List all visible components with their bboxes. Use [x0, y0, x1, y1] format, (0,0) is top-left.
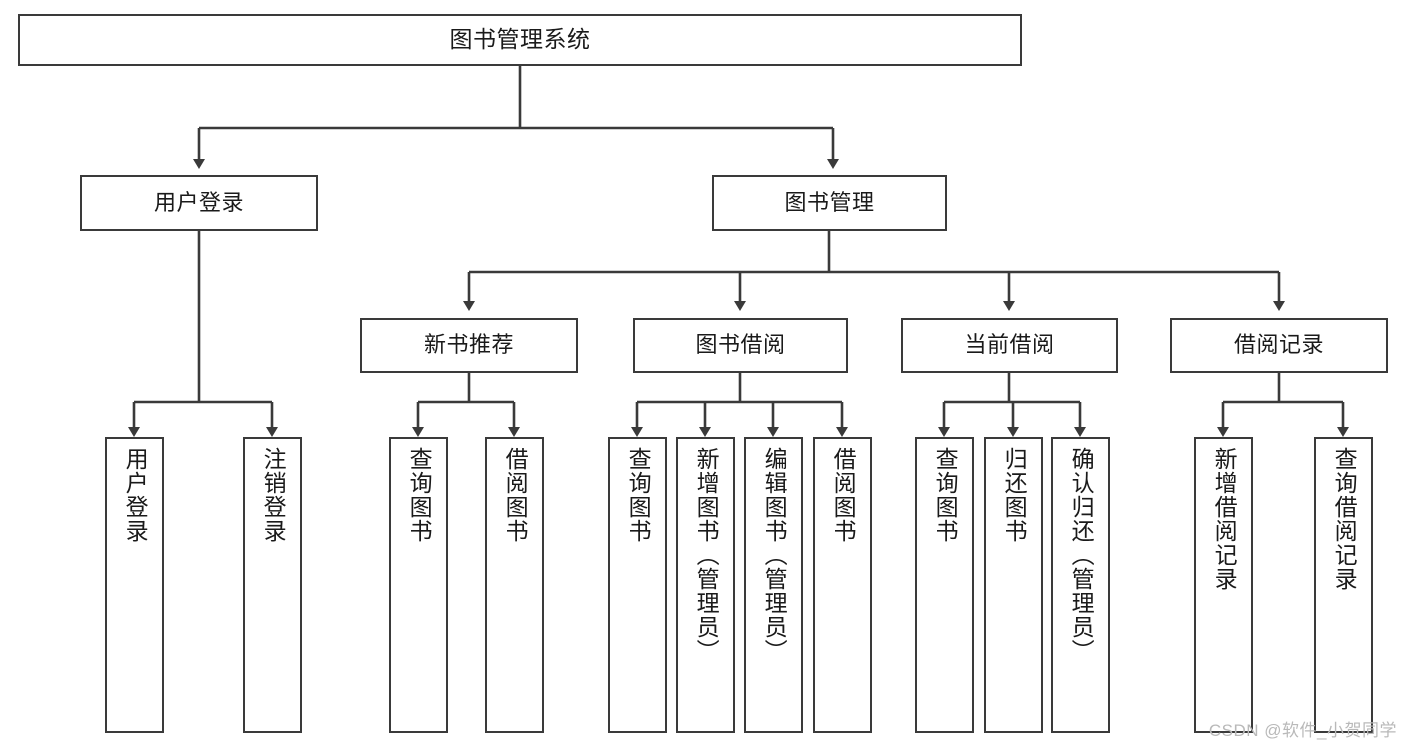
node-new-book-recommend[interactable]: 新书推荐: [360, 318, 578, 373]
node-current-borrow[interactable]: 当前借阅: [901, 318, 1118, 373]
leaf-query-book-2-label: 查询图书: [625, 447, 652, 543]
leaf-return-book-label: 归还图书: [1001, 447, 1028, 543]
node-root[interactable]: 图书管理系统: [18, 14, 1022, 66]
leaf-query-book-3-label: 查询图书: [932, 447, 959, 543]
node-current-borrow-label: 当前借阅: [964, 332, 1055, 358]
node-book-borrow[interactable]: 图书借阅: [633, 318, 848, 373]
leaf-borrow-book-1-label: 借阅图书: [502, 447, 529, 543]
node-root-label: 图书管理系统: [449, 26, 591, 53]
leaf-confirm-return-label: 确认归还（管理员）: [1068, 447, 1095, 663]
leaf-borrow-book-2-label: 借阅图书: [830, 447, 857, 543]
leaf-query-book-2[interactable]: 查询图书: [608, 437, 667, 733]
leaf-user-login[interactable]: 用户登录: [105, 437, 164, 733]
leaf-query-book-3[interactable]: 查询图书: [915, 437, 974, 733]
node-user-login-label: 用户登录: [153, 189, 244, 215]
leaf-borrow-book-1[interactable]: 借阅图书: [485, 437, 544, 733]
leaf-return-book[interactable]: 归还图书: [984, 437, 1043, 733]
leaf-edit-book-label: 编辑图书（管理员）: [761, 447, 788, 663]
leaf-query-book-1-label: 查询图书: [406, 447, 433, 543]
node-user-login[interactable]: 用户登录: [80, 175, 318, 231]
node-book-manage[interactable]: 图书管理: [712, 175, 947, 231]
leaf-user-login-label: 用户登录: [122, 447, 149, 543]
leaf-query-book-1[interactable]: 查询图书: [389, 437, 448, 733]
leaf-confirm-return[interactable]: 确认归还（管理员）: [1051, 437, 1110, 733]
node-book-borrow-label: 图书借阅: [695, 332, 786, 358]
node-book-manage-label: 图书管理: [784, 189, 875, 215]
leaf-add-book-label: 新增图书（管理员）: [693, 447, 720, 663]
node-borrow-record-label: 借阅记录: [1233, 332, 1324, 358]
leaf-query-record-label: 查询借阅记录: [1331, 447, 1358, 591]
leaf-borrow-book-2[interactable]: 借阅图书: [813, 437, 872, 733]
node-new-book-recommend-label: 新书推荐: [423, 332, 514, 358]
leaf-logout-label: 注销登录: [260, 447, 287, 543]
leaf-query-record[interactable]: 查询借阅记录: [1314, 437, 1373, 733]
leaf-add-record-label: 新增借阅记录: [1211, 447, 1238, 591]
watermark: CSDN @软件_小贺同学: [1208, 721, 1397, 740]
leaf-edit-book[interactable]: 编辑图书（管理员）: [744, 437, 803, 733]
leaf-add-record[interactable]: 新增借阅记录: [1194, 437, 1253, 733]
node-borrow-record[interactable]: 借阅记录: [1170, 318, 1388, 373]
leaf-logout[interactable]: 注销登录: [243, 437, 302, 733]
leaf-add-book[interactable]: 新增图书（管理员）: [676, 437, 735, 733]
